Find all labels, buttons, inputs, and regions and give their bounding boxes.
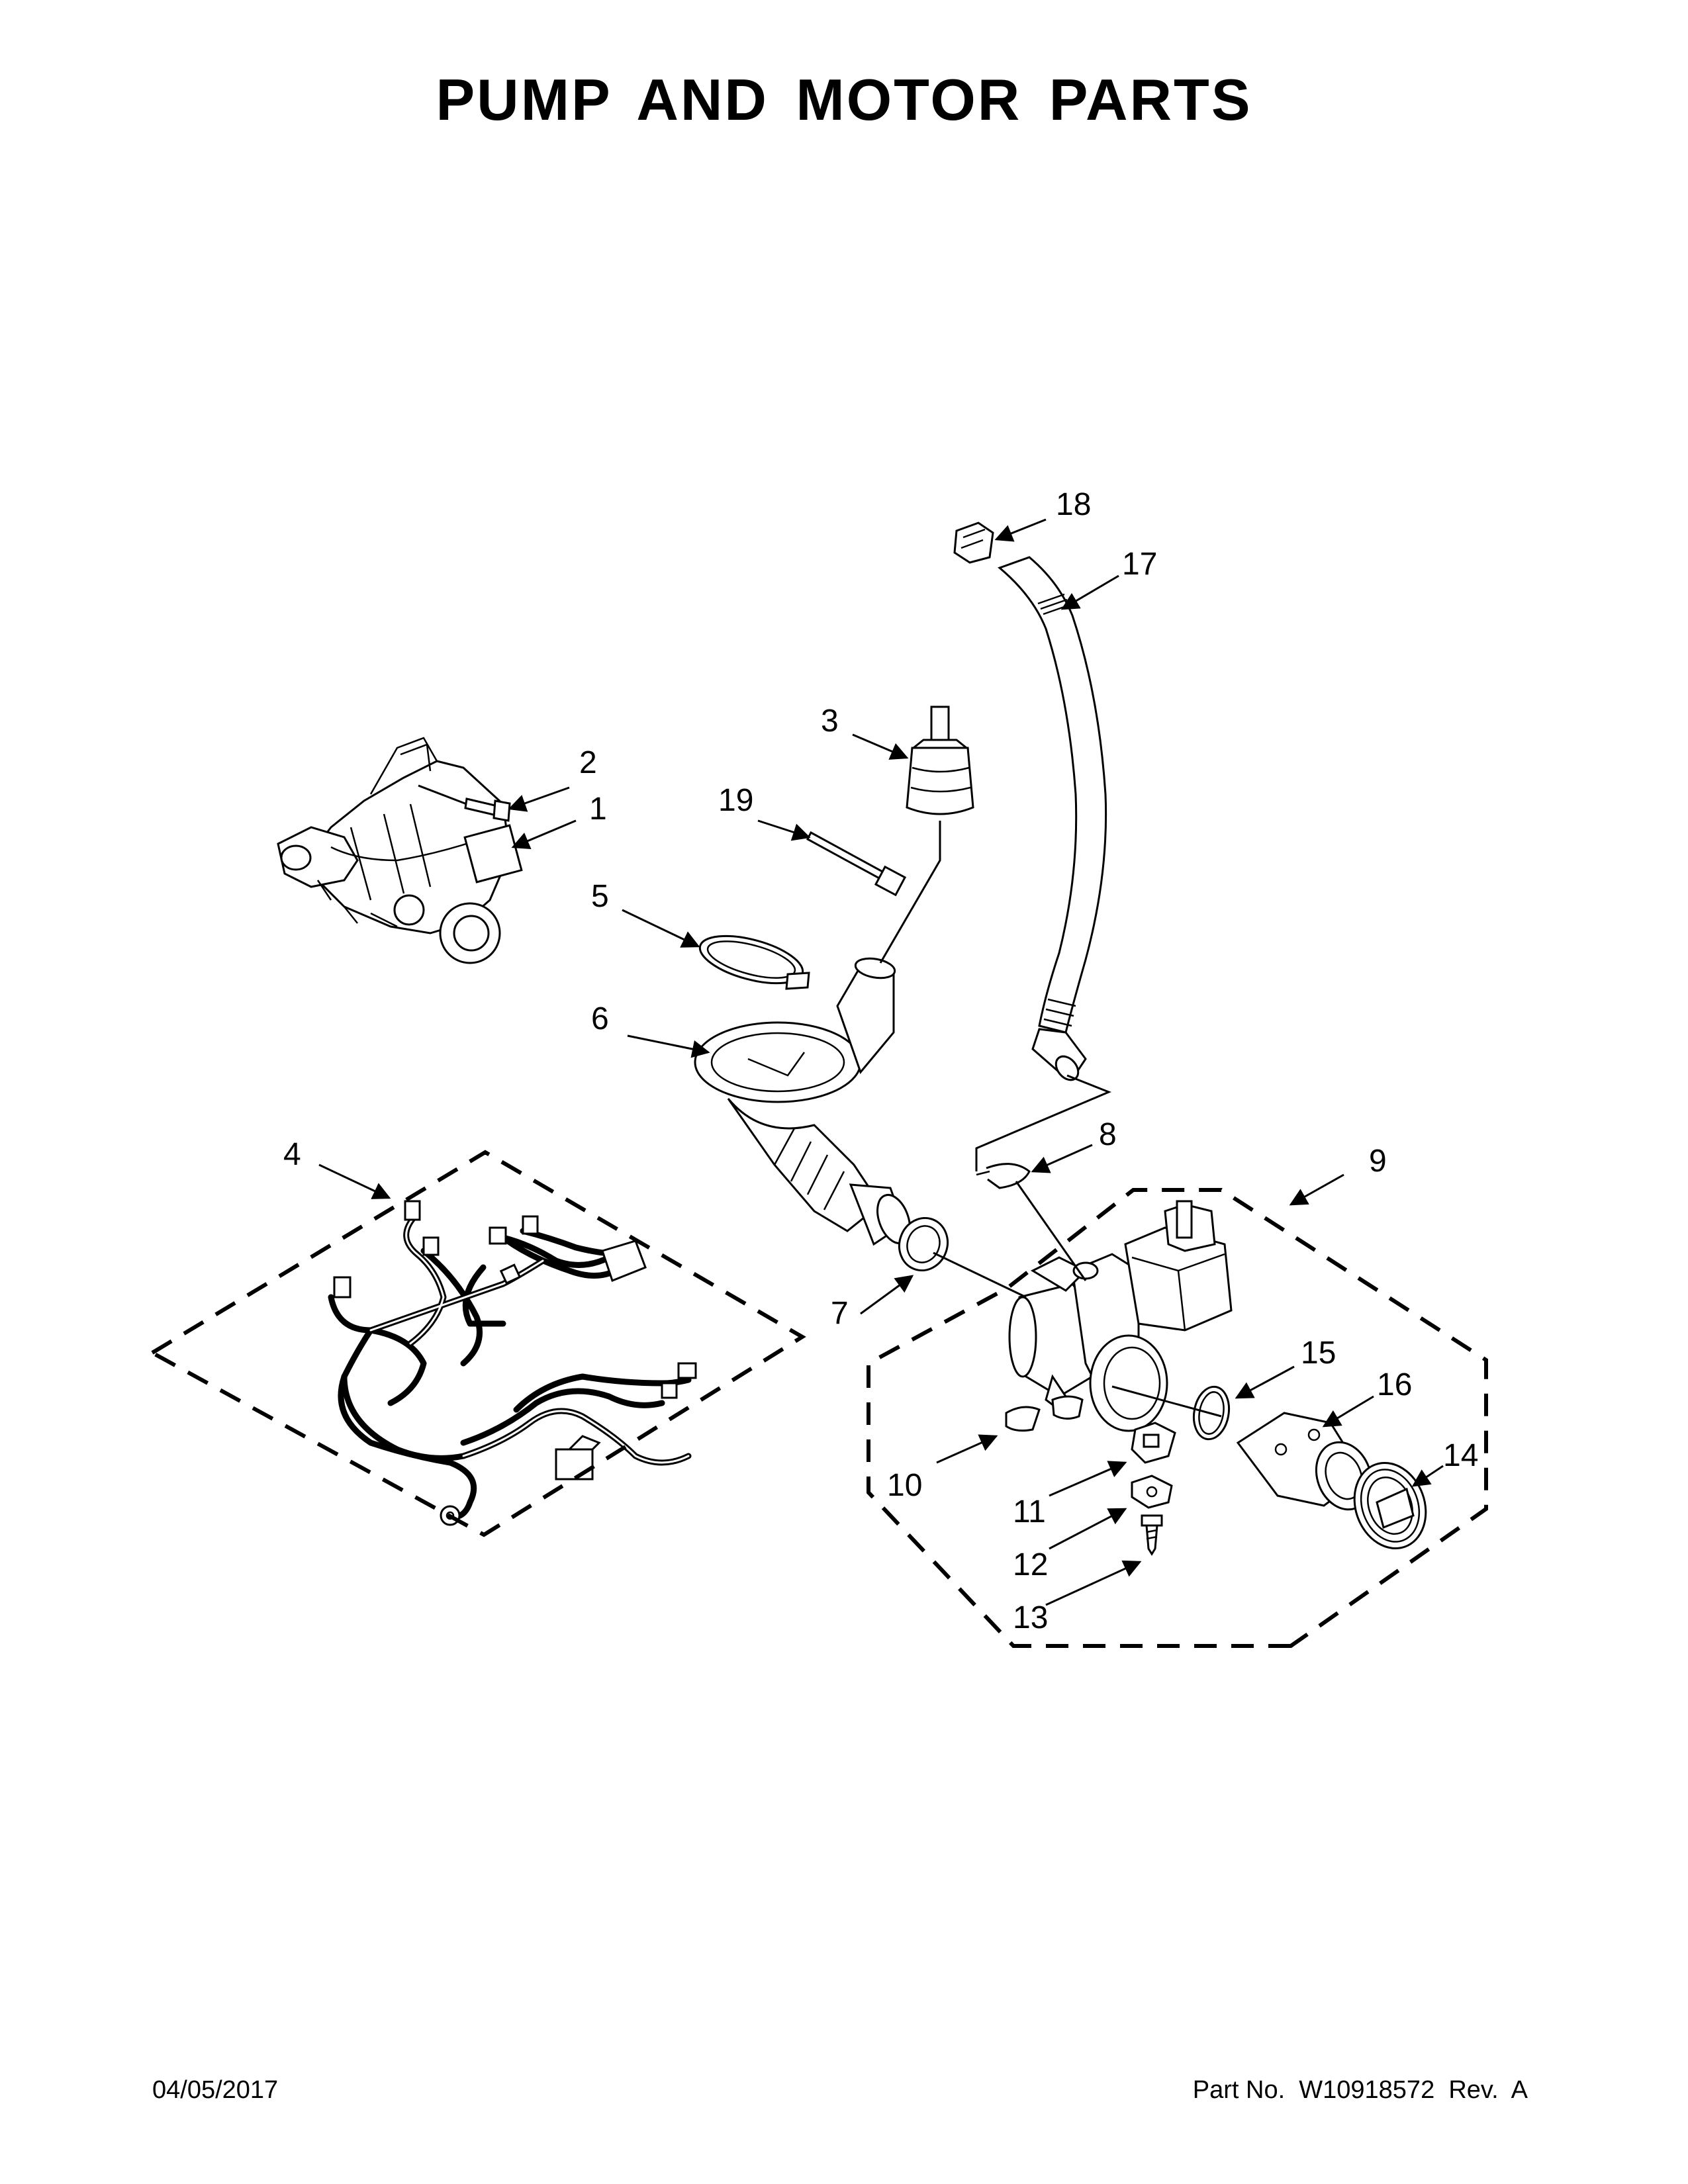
footer-date: 04/05/2017 [152,2076,279,2104]
callout-19: 19 [718,783,753,818]
page-title: PUMP AND MOTOR PARTS [436,67,1252,132]
callout-9: 9 [1369,1144,1387,1179]
callout-6: 6 [591,1001,609,1036]
mounting-bracket [1131,1475,1173,1509]
clamp-small [898,1216,949,1272]
callout-3: 3 [821,704,839,739]
harness-assembly-outline [148,1150,806,1537]
callout-10: 10 [887,1468,922,1503]
connector-line [1015,1181,1087,1281]
pump-foot [1005,1395,1084,1432]
callout-7: 7 [831,1296,849,1331]
callout-16: 16 [1377,1367,1412,1402]
connector-line [1111,1385,1222,1418]
connector-line [975,1074,1111,1171]
wire-harness [328,1200,697,1526]
callout-17: 17 [1122,547,1157,582]
leader-arrows [318,518,1444,1606]
callout-labels: 1 2 3 4 5 6 7 8 9 10 11 12 13 14 15 16 1… [283,487,1478,1635]
callout-11: 11 [1013,1494,1046,1529]
footer-part-number: Part No. W10918572 Rev. A [1192,2076,1528,2104]
callout-15: 15 [1301,1336,1336,1371]
callout-12: 12 [1013,1547,1048,1582]
connector-line [933,1251,1027,1298]
motor [277,737,523,964]
drain-pump [1008,1200,1233,1432]
connector-line [418,784,467,805]
pump-assembly-outline [867,1188,1488,1648]
drain-hose [998,556,1107,1081]
callout-13: 13 [1013,1600,1048,1635]
drain-filter [1353,1461,1427,1550]
mounting-grommet [1131,1422,1176,1464]
callout-2: 2 [579,745,597,780]
callout-4: 4 [283,1137,301,1172]
bolt [464,797,511,822]
callout-5: 5 [591,879,609,914]
hose-clamp [698,934,810,990]
tub-to-pump-hose [694,957,911,1246]
callout-1: 1 [589,792,607,827]
connector-line [879,821,941,964]
callout-8: 8 [1099,1117,1117,1152]
hose-clip [953,522,994,564]
callout-14: 14 [1443,1438,1478,1473]
pressure-dome [906,705,974,815]
callout-18: 18 [1056,487,1091,522]
mounting-screw [1141,1514,1163,1556]
clip-8 [976,1163,1031,1189]
cable-tie [806,831,907,897]
